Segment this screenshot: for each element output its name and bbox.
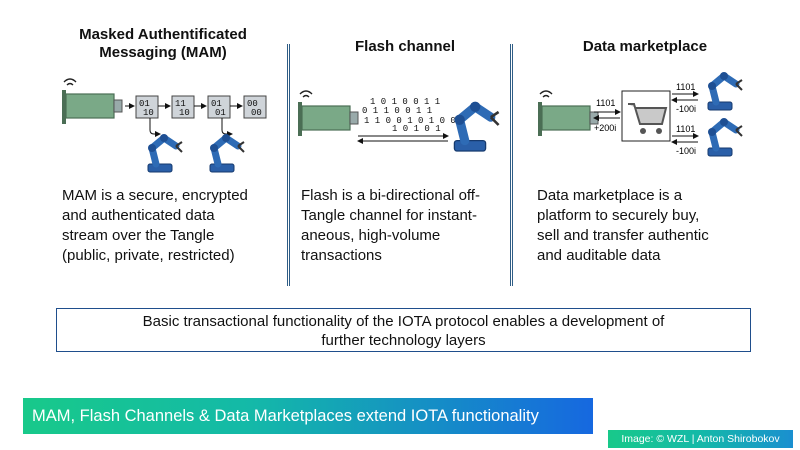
summary-line1: Basic transactional functionality of the… <box>142 313 665 330</box>
mam-block-4-bottom: 00 <box>251 108 262 118</box>
flash-desc-line2: Tangle channel for instant- <box>301 207 477 224</box>
mam-block-3-top: 01 <box>211 99 222 109</box>
market-right-bot-a: 1101 <box>676 124 695 134</box>
mam-block-4: 00 00 <box>243 95 267 119</box>
market-right-top-b: -100i <box>676 104 696 114</box>
flash-desc-line4: transactions <box>301 247 382 264</box>
mam-block-4-top: 00 <box>247 99 258 109</box>
mam-block-2-bottom: 10 <box>179 108 190 118</box>
market-description: Data marketplace is a platform to secure… <box>537 186 709 266</box>
flash-desc-line3: aneous, high-volume <box>301 227 441 244</box>
image-credit: Image: © WZL | Anton Shirobokov <box>608 430 793 448</box>
mam-desc-line4: (public, private, restricted) <box>62 247 235 264</box>
mam-desc-line2: and authenticated data <box>62 207 215 224</box>
market-desc-line1: Data marketplace is a <box>537 187 683 204</box>
market-desc-line4: and auditable data <box>537 247 661 264</box>
mam-block-2-top: 11 <box>175 99 186 109</box>
mam-robot-icon-2 <box>210 134 244 172</box>
mam-description: MAM is a secure, encrypted and authentic… <box>62 186 248 266</box>
summary-line2: further technology layers <box>321 332 486 349</box>
mam-title: Masked Authentificated Messaging (MAM) <box>48 26 278 62</box>
market-robot-icon-2 <box>708 118 742 156</box>
flash-desc-line1: Flash is a bi-directional off- <box>301 187 480 204</box>
market-left-bottom: +200i <box>594 123 616 133</box>
shopping-cart-icon <box>621 90 671 142</box>
market-robot-icon-1 <box>708 72 742 110</box>
market-desc-line2: platform to securely buy, <box>537 207 700 224</box>
mam-title-line1: Masked Authentificated <box>79 26 247 43</box>
mam-block-2: 11 10 <box>171 95 195 119</box>
mam-block-1-top: 01 <box>139 99 150 109</box>
mam-sensor-icon <box>61 78 123 125</box>
flash-robot-icon <box>454 102 498 151</box>
summary-box: Basic transactional functionality of the… <box>56 308 751 352</box>
flash-bits-row3: 1 1 0 0 1 0 1 0 0 <box>364 116 456 126</box>
divider-right <box>510 44 513 286</box>
mam-block-3-bottom: 01 <box>215 108 226 118</box>
market-left-top: 1101 <box>596 98 615 108</box>
market-right-bot-b: -100i <box>676 146 696 156</box>
mam-desc-line3: stream over the Tangle <box>62 227 215 244</box>
flash-bits-row2: 0 1 1 0 0 1 1 <box>362 106 432 116</box>
flash-bits-row4: 1 0 1 0 1 <box>392 124 441 134</box>
mam-block-1: 01 10 <box>135 95 159 119</box>
market-title: Data marketplace <box>582 38 708 55</box>
flash-bits-row1: 1 0 1 0 0 1 1 <box>370 97 440 107</box>
mam-desc-line1: MAM is a secure, encrypted <box>62 187 248 204</box>
market-right-top-a: 1101 <box>676 82 695 92</box>
market-sensor-icon <box>537 90 599 137</box>
headline-banner: MAM, Flash Channels & Data Marketplaces … <box>23 398 593 434</box>
market-desc-line3: sell and transfer authentic <box>537 227 709 244</box>
mam-title-line2: Messaging (MAM) <box>99 44 227 61</box>
flash-description: Flash is a bi-directional off- Tangle ch… <box>301 186 480 266</box>
diagram-illustrations: 01 10 11 10 01 01 00 00 1 0 1 0 0 1 1 0 … <box>61 0 800 300</box>
flash-title: Flash channel <box>354 38 456 55</box>
mam-block-1-bottom: 10 <box>143 108 154 118</box>
mam-robot-icon-1 <box>148 134 182 172</box>
flash-sensor-icon <box>297 90 359 137</box>
mam-block-3: 01 01 <box>207 95 231 119</box>
divider-left <box>287 44 290 286</box>
